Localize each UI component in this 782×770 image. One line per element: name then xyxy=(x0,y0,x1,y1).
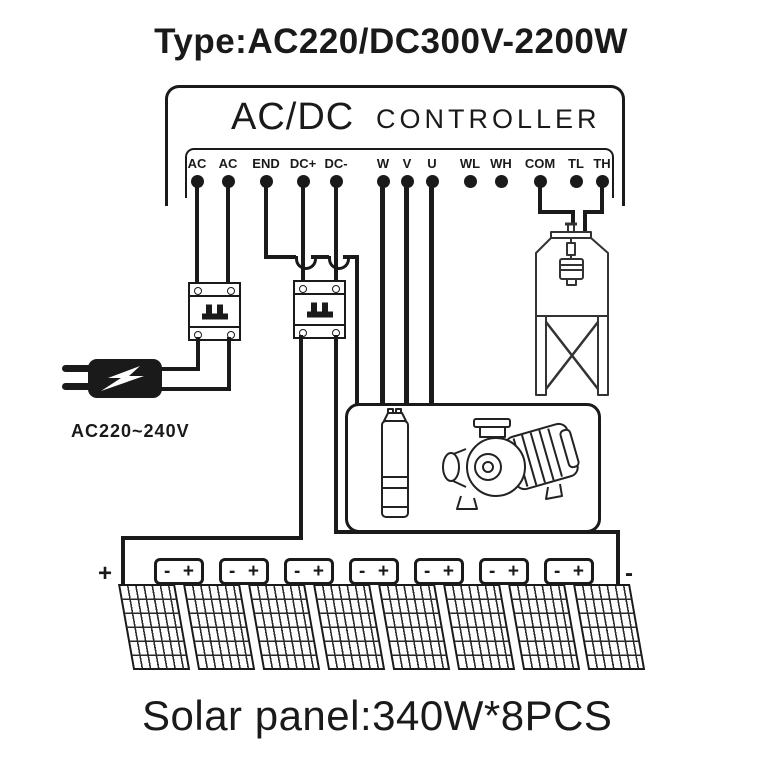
terminal-dot xyxy=(329,175,343,188)
wire-u-phase xyxy=(429,185,434,407)
pump-drawings xyxy=(381,408,580,518)
dc-circuit-breaker-icon xyxy=(293,280,346,339)
string-minus-label: - xyxy=(625,560,633,587)
wire-dcplus-down xyxy=(301,185,305,282)
junction-box: -+ xyxy=(219,558,269,585)
screw-icon xyxy=(227,330,235,339)
terminal-dot xyxy=(533,175,547,188)
controller-brand-label: AC/DC xyxy=(231,96,355,138)
centrifugal-pump-icon xyxy=(442,418,580,510)
solar-panel xyxy=(248,584,321,670)
wire-dcminus-to-bus xyxy=(334,335,338,534)
wire-com-down xyxy=(538,185,542,214)
wire-com-to-tank xyxy=(571,210,575,234)
solar-panel xyxy=(573,584,646,670)
terminal-dot xyxy=(190,175,204,188)
wire-th-over xyxy=(583,210,604,214)
breaker-switch-icon xyxy=(306,302,333,317)
float-switch-icon xyxy=(565,222,577,233)
terminal-dot xyxy=(494,175,508,188)
screw-icon xyxy=(299,284,307,293)
wire-com-over xyxy=(538,210,575,214)
wire-dcminus-drop xyxy=(616,530,620,584)
wire-th-down xyxy=(600,185,604,214)
junction-box: -+ xyxy=(349,558,399,585)
string-plus-label: + xyxy=(98,560,113,587)
wire-breaker-to-plug-1 xyxy=(158,367,200,371)
screw-icon xyxy=(299,328,307,337)
wire-breaker-to-plug-1 xyxy=(196,337,200,371)
wire-th-to-tank xyxy=(583,210,587,234)
lightning-bolt-icon xyxy=(101,366,144,391)
solar-caption: Solar panel:340W*8PCS xyxy=(142,692,613,739)
junction-box: -+ xyxy=(479,558,529,585)
wire-v-phase xyxy=(404,185,409,407)
ac-circuit-breaker-icon xyxy=(188,282,241,341)
solar-panel xyxy=(313,584,386,670)
terminal-dot xyxy=(425,175,439,188)
terminal-dot xyxy=(569,175,583,188)
terminal-dot xyxy=(400,175,414,188)
solar-panel xyxy=(378,584,451,670)
junction-box: -+ xyxy=(414,558,464,585)
wire-end-horizontal xyxy=(266,255,296,259)
screw-icon xyxy=(332,284,340,293)
controller-name-label: CONTROLLER xyxy=(376,104,601,134)
terminal-dot xyxy=(259,175,273,188)
screw-icon xyxy=(194,286,202,295)
submersible-pump-icon xyxy=(381,408,409,518)
wire-w-phase xyxy=(380,185,385,407)
plug-prong-icon xyxy=(62,383,90,390)
diagram-title: Type:AC220/DC300V-2200W xyxy=(154,22,628,61)
water-tank-icon xyxy=(535,222,609,396)
wire-breaker-to-plug-2 xyxy=(227,337,231,391)
power-plug-icon xyxy=(88,359,162,398)
solar-panel xyxy=(508,584,581,670)
terminal-dot xyxy=(595,175,609,188)
terminal-dot xyxy=(221,175,235,188)
ac-supply-label: AC220~240V xyxy=(71,421,190,441)
wire-dcminus-down xyxy=(334,185,338,282)
junction-box: -+ xyxy=(284,558,334,585)
solar-panel xyxy=(118,584,191,670)
wire-breaker-to-plug-2 xyxy=(158,387,231,391)
plug-prong-icon xyxy=(62,365,90,372)
wire-dcplus-bus xyxy=(121,536,303,540)
terminal-dot xyxy=(296,175,310,188)
wire-dcplus-to-bus xyxy=(299,335,303,540)
wire-ac1-down xyxy=(195,185,199,284)
wire-hop-icon xyxy=(295,256,317,270)
wire-ac2-down xyxy=(226,185,230,284)
terminal-strip xyxy=(185,148,614,198)
wire-end-horizontal xyxy=(343,255,359,259)
wire-end-down xyxy=(264,185,268,259)
wire-dcplus-drop xyxy=(121,536,125,584)
terminal-dot xyxy=(376,175,390,188)
wire-hop-icon xyxy=(328,256,350,270)
wire-end-horizontal xyxy=(311,255,329,259)
terminal-dot xyxy=(463,175,477,188)
screw-icon xyxy=(227,286,235,295)
wire-end-to-pump xyxy=(355,255,359,405)
float-switch-icon xyxy=(559,238,584,286)
solar-panel xyxy=(443,584,516,670)
controller-box xyxy=(165,85,625,206)
solar-panel xyxy=(183,584,256,670)
breaker-switch-icon xyxy=(201,304,228,319)
junction-box: -+ xyxy=(154,558,204,585)
junction-box: -+ xyxy=(544,558,594,585)
